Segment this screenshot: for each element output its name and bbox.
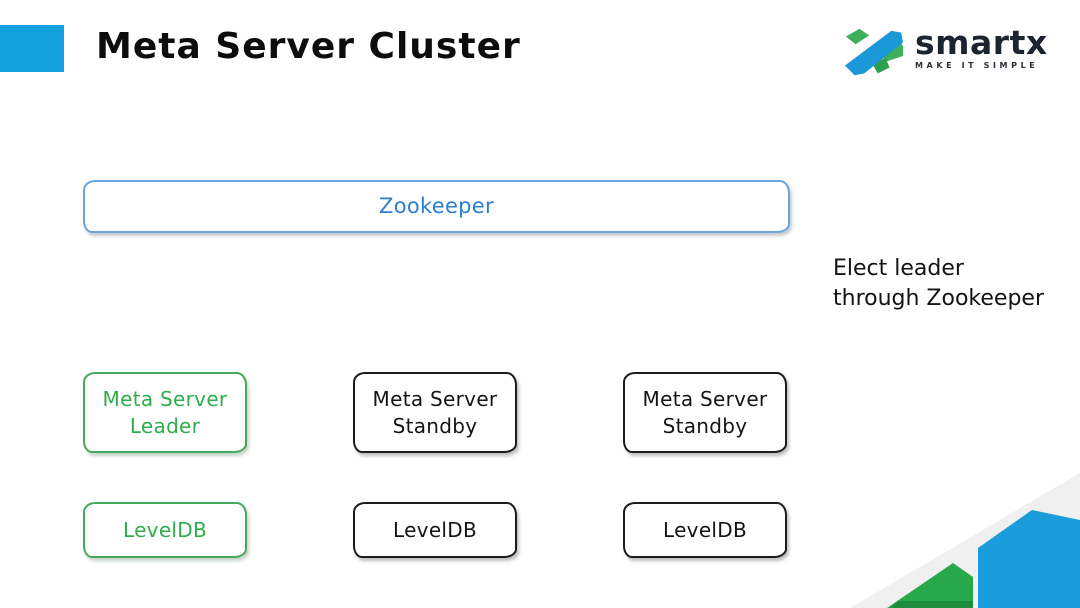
annotation-elect-leader: Elect leader through Zookeeper [833, 254, 1044, 314]
meta-server-standby-box-1: Meta Server Standby [353, 372, 517, 453]
leveldb-box-leader: LevelDB [83, 502, 247, 558]
meta-server-standby1-line2: Standby [392, 413, 478, 438]
page-title: Meta Server Cluster [96, 26, 521, 67]
zookeeper-box: Zookeeper [83, 180, 790, 233]
leveldb-leader-label: LevelDB [122, 517, 207, 542]
smartx-logo-text: smartx MAKE IT SIMPLE [915, 26, 1048, 70]
leveldb-standby1-label: LevelDB [392, 517, 477, 542]
meta-server-standby2-line1: Meta Server [642, 386, 768, 411]
smartx-logo-icon [844, 28, 904, 76]
meta-server-leader-box: Meta Server Leader [83, 372, 247, 453]
accent-bar [0, 25, 64, 72]
meta-server-leader-line1: Meta Server [102, 386, 228, 411]
smartx-logo: smartx MAKE IT SIMPLE [843, 26, 1048, 78]
meta-server-standby-box-2: Meta Server Standby [623, 372, 787, 453]
smartx-tagline: MAKE IT SIMPLE [915, 61, 1039, 70]
meta-server-leader-line2: Leader [129, 413, 201, 438]
corner-decoration [850, 473, 1080, 608]
annotation-line-2: through Zookeeper [833, 286, 1044, 311]
leveldb-standby2-label: LevelDB [662, 517, 747, 542]
smartx-wordmark: smartx [915, 23, 1048, 62]
leveldb-box-standby-1: LevelDB [353, 502, 517, 558]
meta-server-standby2-line2: Standby [662, 413, 748, 438]
annotation-line-1: Elect leader [833, 256, 964, 281]
leveldb-box-standby-2: LevelDB [623, 502, 787, 558]
zookeeper-label: Zookeeper [379, 194, 494, 218]
meta-server-standby1-line1: Meta Server [372, 386, 498, 411]
